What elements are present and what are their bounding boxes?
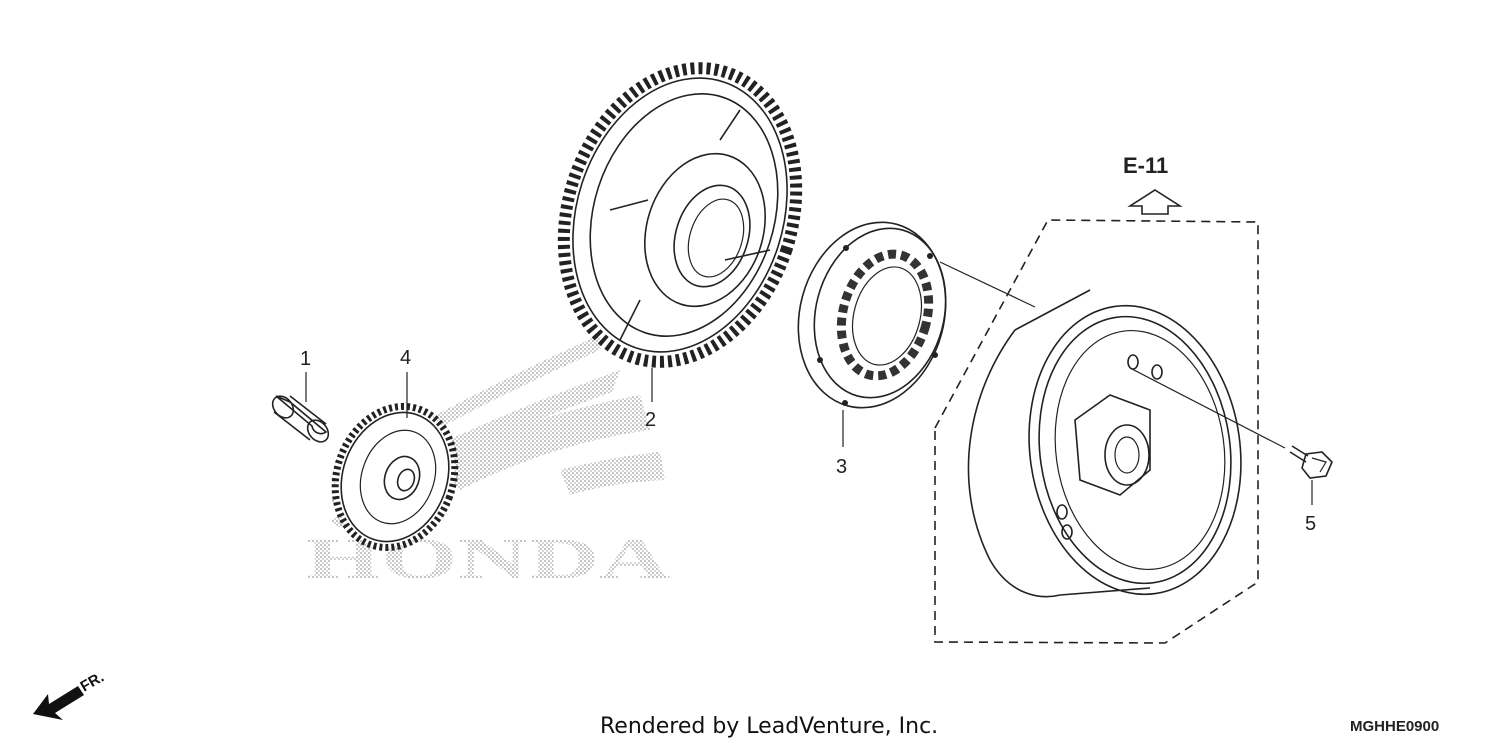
reference-label[interactable]: E-11 [1123,153,1168,178]
leader-line-3-to-flywheel [939,261,1036,308]
part-5-bolt [1289,445,1333,479]
up-arrow-outline-icon [1127,189,1183,215]
callout-1: 1 [300,348,311,370]
flywheel [967,289,1242,598]
callout-4: 4 [400,347,411,369]
part-4-idle-gear [331,402,459,552]
render-credit: Rendered by LeadVenture, Inc. [600,714,938,739]
part-1-shaft [271,395,330,443]
callout-2: 2 [645,409,656,431]
part-2-starter-driven-gear [557,62,803,368]
diagram-code: MGHHE0900 [1350,718,1439,735]
callout-5: 5 [1305,513,1316,535]
front-label: FR. [78,669,107,696]
part-3-starter-clutch [797,221,947,409]
front-direction-arrow-icon [33,686,84,720]
leader-line-5-axis [1129,367,1286,449]
reference-outline-e11 [934,219,1259,644]
callout-3: 3 [836,456,847,478]
